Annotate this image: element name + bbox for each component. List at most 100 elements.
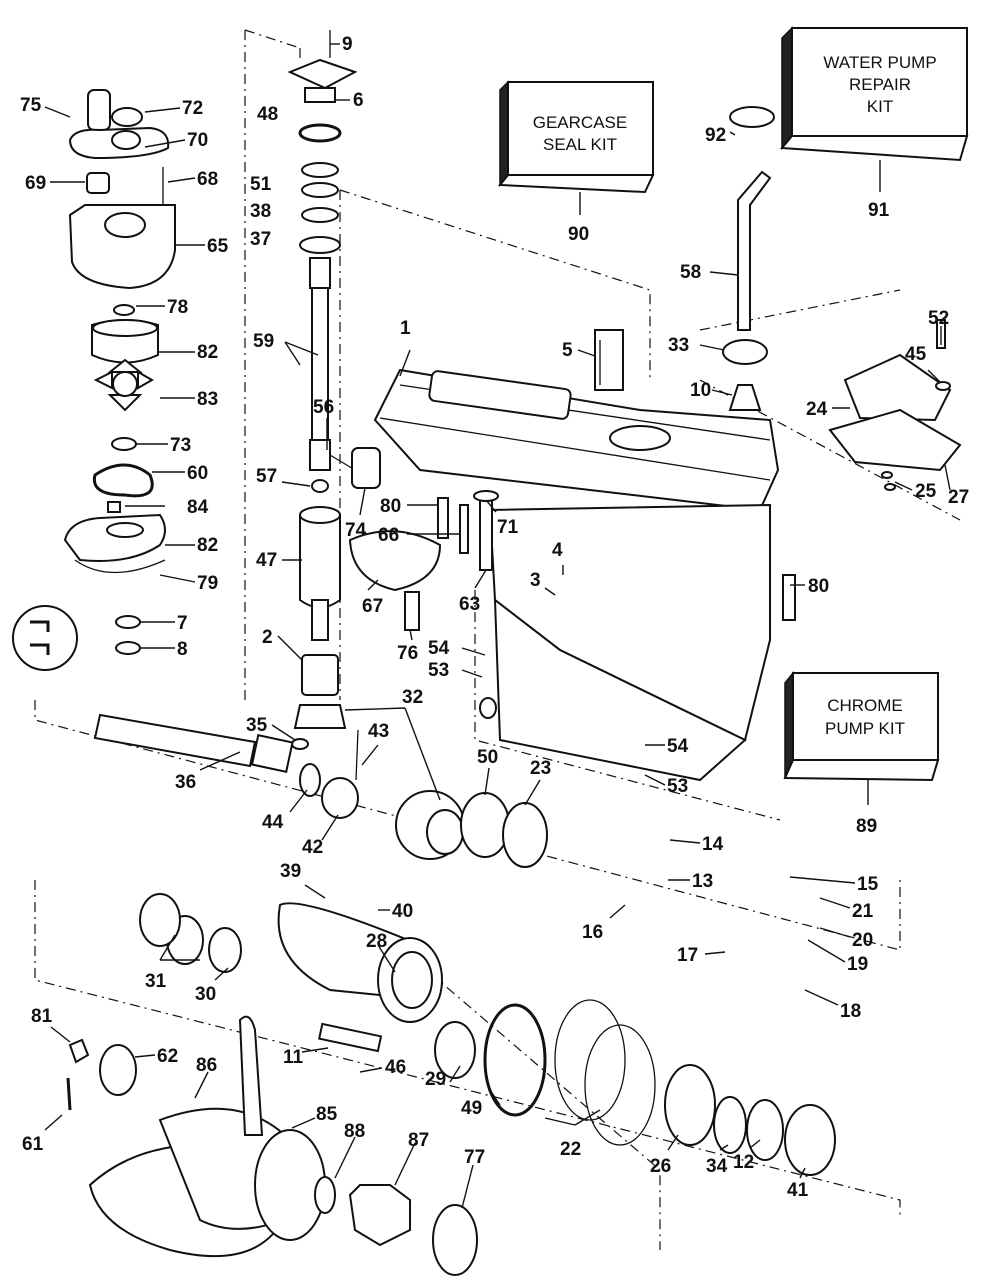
callout-label: 6 — [353, 90, 364, 111]
callout-label: 76 — [397, 643, 418, 664]
callout-label: 81 — [31, 1006, 53, 1027]
callout-label: 53 — [428, 660, 449, 681]
callout-label: 3 — [530, 570, 541, 591]
callout-label: 5 — [562, 340, 573, 361]
callout-label: 41 — [787, 1180, 809, 1201]
callout-label: 7 — [177, 613, 188, 634]
callout-label: 78 — [167, 297, 188, 318]
callout-label: 37 — [250, 229, 271, 250]
callout-label: 4 — [552, 540, 563, 561]
callout-label: 8 — [177, 639, 188, 660]
callout-label: 28 — [366, 931, 387, 952]
callout-label: 38 — [250, 201, 271, 222]
callout-label: 88 — [344, 1121, 365, 1142]
kit-label-line: PUMP KIT — [825, 719, 905, 738]
callout-label: 33 — [668, 335, 689, 356]
callout-label: 56 — [313, 397, 334, 418]
propshaft-assembly — [93, 713, 548, 868]
chrome-pump-kit-box: CHROME PUMP KIT — [783, 670, 940, 805]
callout-label: 62 — [157, 1046, 178, 1067]
kit-label-line: CHROME — [827, 696, 903, 715]
callout-label: 11 — [283, 1047, 304, 1068]
callout-label: 27 — [948, 487, 969, 508]
callout-label: 32 — [402, 687, 423, 708]
gearcase-housing — [348, 329, 796, 782]
callout-label: 14 — [702, 834, 724, 855]
callout-label: 22 — [560, 1139, 581, 1160]
callout-label: 1 — [400, 318, 411, 339]
water-pump-repair-kit-box: WATER PUMP REPAIR KIT — [779, 26, 969, 192]
callout-label: 39 — [280, 861, 301, 882]
callout-label: 35 — [246, 715, 268, 736]
callout-label: 58 — [680, 262, 701, 283]
kit-label-line: SEAL KIT — [543, 135, 617, 154]
seal-detail-circle — [12, 605, 141, 671]
kit-label-line: WATER PUMP — [823, 53, 936, 72]
callout-label: 92 — [705, 125, 726, 146]
callout-label: 49 — [461, 1098, 482, 1119]
callout-label: 17 — [677, 945, 698, 966]
callout-label: 46 — [385, 1057, 406, 1078]
water-pump-assembly — [63, 89, 176, 574]
kit-ref-water-pump: 91 — [868, 200, 890, 221]
callout-label: 65 — [207, 236, 229, 257]
callout-label: 83 — [197, 389, 218, 410]
callout-label: 26 — [650, 1156, 671, 1177]
callout-label: 84 — [187, 497, 209, 518]
callout-label: 31 — [145, 971, 167, 992]
callout-label: 71 — [497, 517, 519, 538]
callout-label: 21 — [852, 901, 874, 922]
callouts: 9 6 48 51 38 37 75 72 70 69 68 65 78 82 … — [20, 34, 969, 1209]
callout-label: 25 — [915, 481, 937, 502]
callout-label: 9 — [342, 34, 353, 55]
callout-label: 29 — [425, 1069, 446, 1090]
callout-label: 48 — [257, 104, 278, 125]
callout-label: 45 — [905, 344, 927, 365]
callout-label: 54 — [428, 638, 450, 659]
callout-label: 87 — [408, 1130, 429, 1151]
callout-label: 47 — [256, 550, 277, 571]
callout-label: 57 — [256, 466, 277, 487]
callout-label: 68 — [197, 169, 218, 190]
callout-label: 50 — [477, 747, 498, 768]
callout-label: 70 — [187, 130, 208, 151]
callout-label: 82 — [197, 535, 218, 556]
callout-label: 80 — [380, 496, 401, 517]
callout-label: 69 — [25, 173, 46, 194]
gearcase-seal-kit-box: GEARCASE SEAL KIT — [497, 80, 655, 215]
callout-label: 82 — [197, 342, 218, 363]
callout-label: 24 — [806, 399, 828, 420]
callout-label: 80 — [808, 576, 829, 597]
callout-label: 44 — [262, 812, 284, 833]
callout-label: 86 — [196, 1055, 217, 1076]
callout-label: 13 — [692, 871, 713, 892]
kit-label-line: KIT — [867, 97, 893, 116]
callout-label: 43 — [368, 721, 389, 742]
callout-label: 72 — [182, 98, 203, 119]
callout-label: 67 — [362, 596, 383, 617]
callout-label: 85 — [316, 1104, 338, 1125]
driveshaft-assembly — [287, 30, 358, 750]
callout-label: 53 — [667, 776, 688, 797]
callout-label: 61 — [22, 1134, 44, 1155]
callout-label: 54 — [667, 736, 689, 757]
callout-label: 63 — [459, 594, 480, 615]
callout-label: 36 — [175, 772, 196, 793]
kit-ref-chrome-pump: 89 — [856, 816, 877, 837]
callout-label: 74 — [345, 520, 367, 541]
callout-label: 75 — [20, 95, 42, 116]
kit-label-line: GEARCASE — [533, 113, 627, 132]
kit-label-line: REPAIR — [849, 75, 911, 94]
callout-label: 16 — [582, 922, 603, 943]
callout-label: 51 — [250, 174, 272, 195]
callout-label: 18 — [840, 1001, 861, 1022]
callout-label: 40 — [392, 901, 413, 922]
callout-label: 52 — [928, 308, 949, 329]
callout-label: 59 — [253, 331, 274, 352]
callout-label: 19 — [847, 954, 868, 975]
callout-label: 66 — [378, 525, 399, 546]
callout-label: 73 — [170, 435, 191, 456]
callout-label: 2 — [262, 627, 273, 648]
callout-label: 42 — [302, 837, 323, 858]
